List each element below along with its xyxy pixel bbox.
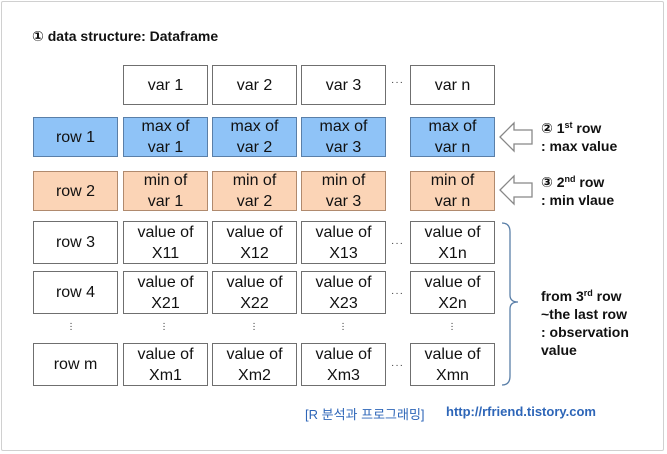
note-obs-line4: value [541, 342, 577, 358]
header-cell-var1: var 1 [123, 65, 208, 105]
footer-blog-name: [R 분석과 프로그래밍] [305, 407, 425, 422]
row1-cell-n: max of var n [410, 117, 495, 157]
row4-label: row 4 [33, 271, 118, 314]
footer-url: http://rfriend.tistory.com [446, 404, 596, 419]
curly-brace-icon [501, 222, 519, 386]
header-ellipsis: ··· [391, 77, 404, 88]
rowm-cell-3: value of Xm3 [301, 343, 386, 386]
row4-cell-2: value of X22 [212, 271, 297, 314]
row2-cell-n: min of var n [410, 171, 495, 211]
vellipsis-col3: · · · [341, 318, 345, 335]
note-max: ② 1st row : max value [541, 119, 617, 155]
row4-cell-1: value of X21 [123, 271, 208, 314]
note-obs-line2: ~the last row [541, 306, 627, 322]
note-observation: from 3rd row ~the last row : observation… [541, 287, 629, 359]
row3-cell-2: value of X12 [212, 221, 297, 264]
note-obs-line3: : observation [541, 324, 629, 340]
vellipsis-col2: · · · [252, 318, 256, 335]
note-min: ③ 2nd row : min vlaue [541, 173, 614, 209]
vellipsis-col1: · · · [162, 318, 166, 335]
rowm-cell-n: value of Xmn [410, 343, 495, 386]
row3-cell-1: value of X11 [123, 221, 208, 264]
row4-cell-3: value of X23 [301, 271, 386, 314]
note-max-line2: : max value [541, 138, 618, 154]
row1-cell-1: max of var 1 [123, 117, 208, 157]
row3-label: row 3 [33, 221, 118, 264]
row2-cell-1: min of var 1 [123, 171, 208, 211]
rowm-cell-2: value of Xm2 [212, 343, 297, 386]
vellipsis-coln: · · · [450, 318, 454, 335]
row3-cell-n: value of X1n [410, 221, 495, 264]
row4-ellipsis: ··· [391, 288, 404, 299]
row2-label: row 2 [33, 171, 118, 211]
note-min-line2: : min vlaue [541, 192, 615, 208]
rowm-label: row m [33, 343, 118, 386]
row1-cell-3: max of var 3 [301, 117, 386, 157]
diagram-title: ① data structure: Dataframe [32, 28, 219, 44]
arrow-left-icon [499, 174, 533, 206]
row2-cell-2: min of var 2 [212, 171, 297, 211]
header-cell-var2: var 2 [212, 65, 297, 105]
row3-cell-3: value of X13 [301, 221, 386, 264]
row1-cell-2: max of var 2 [212, 117, 297, 157]
note-min-line1: ③ 2nd row [541, 174, 605, 190]
header-cell-var3: var 3 [301, 65, 386, 105]
header-cell-varn: var n [410, 65, 495, 105]
row1-label: row 1 [33, 117, 118, 157]
rowm-ellipsis: ··· [391, 360, 404, 371]
row4-cell-n: value of X2n [410, 271, 495, 314]
rowm-cell-1: value of Xm1 [123, 343, 208, 386]
row2-cell-3: min of var 3 [301, 171, 386, 211]
note-max-line1: ② 1st row [541, 120, 602, 136]
vellipsis-label: · · · [69, 318, 73, 335]
note-obs-line1: from 3rd row [541, 288, 622, 304]
arrow-left-icon [499, 121, 533, 153]
row3-ellipsis: ··· [391, 238, 404, 249]
